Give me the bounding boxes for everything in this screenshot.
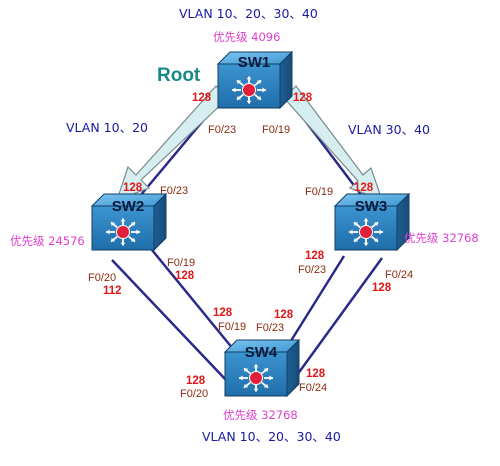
sw3-f019-port: F0/19 <box>305 186 334 198</box>
sw3-f024-cost: 128 <box>372 282 392 294</box>
sw4-f020-cost: 128 <box>186 375 206 387</box>
sw1-name: SW1 <box>237 54 271 71</box>
switch-icon-sw1 <box>216 50 294 110</box>
sw4-f023-port: F0/23 <box>256 322 285 334</box>
vlan-arrow-right-label: VLAN 30、40 <box>348 122 430 137</box>
sw4-f020-port: F0/20 <box>180 388 209 400</box>
link-sw3-sw4-f024 <box>290 257 384 383</box>
sw3-f023-cost: 128 <box>305 250 325 262</box>
sw2-f020-port: F0/20 <box>88 272 117 284</box>
sw3-name: SW3 <box>354 198 388 215</box>
sw2-f023-port: F0/23 <box>160 185 189 197</box>
sw4-f019-cost: 128 <box>213 307 233 319</box>
sw4-name: SW4 <box>244 344 278 361</box>
sw2-f020-cost: 112 <box>103 285 122 297</box>
switch-emblem-icon <box>349 218 383 246</box>
sw4-vlans: VLAN 10、20、30、40 <box>202 429 341 444</box>
sw4-f024-port: F0/24 <box>299 382 328 394</box>
sw4-f024-cost: 128 <box>306 368 326 380</box>
sw3-f019-cost: 128 <box>354 182 374 194</box>
sw2-priority: 优先级 24576 <box>10 234 85 248</box>
sw3-f023-port: F0/23 <box>298 264 327 276</box>
switch-emblem-icon <box>239 364 273 392</box>
switch-emblem-icon <box>232 76 266 104</box>
sw2-f019-port: F0/19 <box>167 257 196 269</box>
sw2-name: SW2 <box>111 198 145 215</box>
sw2-f019-cost: 128 <box>175 270 195 282</box>
sw3-f024-port: F0/24 <box>385 269 414 281</box>
link-sw2-sw4-f019 <box>151 249 239 356</box>
sw3-priority: 优先级 32768 <box>404 231 479 245</box>
vlan-arrow-left-label: VLAN 10、20 <box>66 120 148 135</box>
sw4-f019-port: F0/19 <box>218 321 247 333</box>
sw2-f023-cost: 128 <box>123 182 143 194</box>
sw1-f019-cost: 128 <box>293 92 313 104</box>
sw1-priority: 优先级 4096 <box>213 30 281 44</box>
switch-icon-sw3 <box>333 192 411 252</box>
sw4-f023-cost: 128 <box>274 309 294 321</box>
switch-emblem-icon <box>106 218 140 246</box>
switch-icon-sw2 <box>90 192 168 252</box>
sw1-vlans: VLAN 10、20、30、40 <box>179 6 318 21</box>
sw1-f023-port: F0/23 <box>208 124 237 136</box>
link-sw3-sw4-f023 <box>282 255 346 353</box>
sw4-priority: 优先级 32768 <box>223 408 298 422</box>
sw1-f019-port: F0/19 <box>262 124 291 136</box>
link-sw2-sw4-f020 <box>111 259 227 381</box>
switch-icon-sw4 <box>223 338 301 398</box>
sw1-f023-cost: 128 <box>192 92 212 104</box>
root-label: Root <box>157 65 201 86</box>
